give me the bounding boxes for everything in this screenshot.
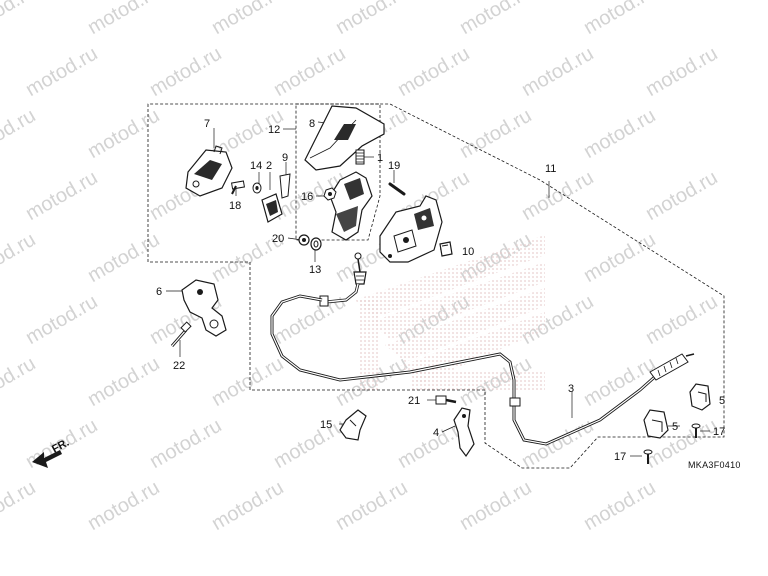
callout-13: 13 <box>309 264 322 276</box>
clip-part-9[interactable] <box>279 173 291 199</box>
callout-2: 2 <box>266 160 273 172</box>
stay-part-4[interactable] <box>453 407 475 458</box>
release-lever[interactable] <box>329 171 373 241</box>
callout-17-right: 17 <box>713 426 726 438</box>
cap-part-14[interactable] <box>252 182 262 194</box>
lock-body[interactable] <box>379 195 443 263</box>
callout-5-upper: 5 <box>719 395 726 407</box>
callout-15: 15 <box>320 419 333 431</box>
callout-21: 21 <box>408 395 421 407</box>
callout-5-lower: 5 <box>672 421 679 433</box>
bolt-part-21[interactable] <box>435 395 457 405</box>
callout-12: 12 <box>268 124 281 136</box>
clamp-part-15[interactable] <box>339 409 367 441</box>
callout-14: 14 <box>250 160 263 172</box>
pin-part-19[interactable] <box>388 182 406 196</box>
callout-7: 7 <box>204 118 211 130</box>
cable-end-fitting[interactable] <box>319 252 367 307</box>
callout-22: 22 <box>173 360 186 372</box>
screw-part-17-bottom[interactable] <box>643 449 653 464</box>
callout-6: 6 <box>156 286 163 298</box>
cable-part-3[interactable] <box>270 294 659 446</box>
screw-part-17-right[interactable] <box>691 423 701 438</box>
bolt-part-18[interactable] <box>230 180 246 195</box>
callout-3: 3 <box>568 383 575 395</box>
cable-adjuster[interactable] <box>649 353 695 381</box>
callout-10: 10 <box>462 246 475 258</box>
bolt-part-22[interactable] <box>170 321 192 347</box>
holder-part-5-lower[interactable] <box>643 409 669 439</box>
callout-18: 18 <box>229 200 242 212</box>
callout-8: 8 <box>309 118 316 130</box>
spring-part-1[interactable] <box>355 149 365 165</box>
callout-20: 20 <box>272 233 285 245</box>
callout-9: 9 <box>282 152 289 164</box>
brand-wing-logo <box>355 235 545 392</box>
callout-4: 4 <box>433 427 440 439</box>
callout-17-bottom: 17 <box>614 451 627 463</box>
switch-part-2[interactable] <box>261 193 283 223</box>
holder-part-5-upper[interactable] <box>689 383 711 411</box>
diagram-code: MKA3F0410 <box>688 460 741 470</box>
callout-1: 1 <box>377 152 384 164</box>
callout-11: 11 <box>545 163 557 175</box>
callout-19: 19 <box>388 160 401 172</box>
callout-16: 16 <box>301 191 314 203</box>
grommet-part-13[interactable] <box>310 237 322 251</box>
subassembly-12-boundary <box>295 103 381 241</box>
bracket-part-6[interactable] <box>181 279 227 337</box>
assembly-boundary <box>147 103 725 469</box>
front-direction-arrow <box>32 450 62 468</box>
lever-cover-part-8[interactable] <box>304 105 385 171</box>
clip-part-10[interactable] <box>439 241 453 257</box>
washer-part-20[interactable] <box>298 234 310 246</box>
housing-part-7[interactable] <box>185 145 233 197</box>
nut-part-16[interactable] <box>323 187 337 201</box>
